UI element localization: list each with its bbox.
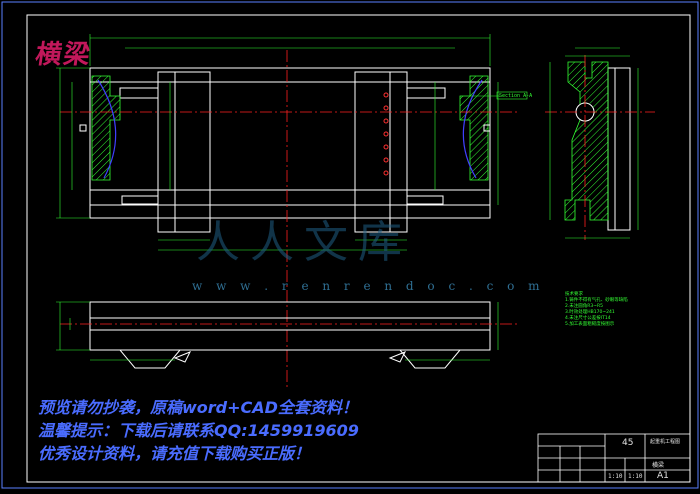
note-line: 2.未注圆角R3~R5 [565, 304, 604, 309]
note-line: 1.铸件不得有气孔、砂眼等缺陷 [565, 298, 628, 303]
plan-foot-left [119, 349, 181, 369]
sheet-inner-border [26, 14, 691, 483]
front-hole-right [483, 124, 491, 132]
watermark-url: w w w . r e n r e n d o c . c o m [192, 279, 545, 293]
side-hatch-section [564, 61, 609, 221]
front-hatch-right [459, 75, 489, 181]
note-line: 3.时效处理HB170~241 [565, 310, 615, 315]
plan-view-outline [89, 301, 491, 351]
title-block-part-name: 横梁 [652, 462, 665, 469]
title-block-scale-right: 1:10 [628, 473, 643, 480]
title-block [537, 433, 691, 483]
plan-foot-right [399, 349, 461, 369]
note-heading: 技术要求 [565, 292, 583, 297]
plan-view [89, 301, 491, 369]
title-block-drawing-title: 起重机工程图 [650, 439, 681, 445]
front-hatch-left [91, 75, 121, 181]
drawing-title-mark: 横梁 [33, 40, 94, 70]
front-curve-left [97, 79, 117, 179]
front-rib-right [354, 71, 408, 233]
front-centerlines [60, 50, 520, 390]
title-block-scale-left: 1:10 [608, 473, 623, 480]
title-block-sheet-size: A1 [657, 471, 669, 481]
technical-notes: 技术要求 1.铸件不得有气孔、砂眼等缺陷 2.未注圆角R3~R5 3.时效处理H… [565, 292, 660, 328]
front-rib-left [157, 71, 211, 233]
section-tag: Section A-A [499, 93, 533, 99]
notice-line: 温馨提示：下载后请联系QQ:1459919609 [38, 421, 359, 440]
front-view [89, 67, 491, 233]
front-view-outline [89, 67, 491, 219]
plan-dimensions [56, 301, 499, 361]
front-curve-right [462, 79, 483, 179]
side-view [607, 67, 631, 231]
side-plate [607, 67, 631, 231]
title-block-quantity: 45 [622, 438, 634, 448]
note-line: 4.未注尺寸公差按IT14 [565, 316, 611, 321]
bolt-hole-column [383, 92, 389, 176]
watermark-brand: 人人文库 [196, 217, 412, 268]
notice-line: 优秀设计资料，请充值下载购买正版！ [38, 444, 311, 463]
note-line: 5.加工表面粗糙度按图示 [565, 322, 615, 327]
notice-line: 预览请勿抄袭，原稿word+CAD全套资料！ [38, 398, 358, 417]
side-dimensions [549, 47, 639, 239]
side-centerlines [545, 55, 655, 240]
front-dimensions [56, 34, 528, 251]
front-hole-left [79, 124, 87, 132]
